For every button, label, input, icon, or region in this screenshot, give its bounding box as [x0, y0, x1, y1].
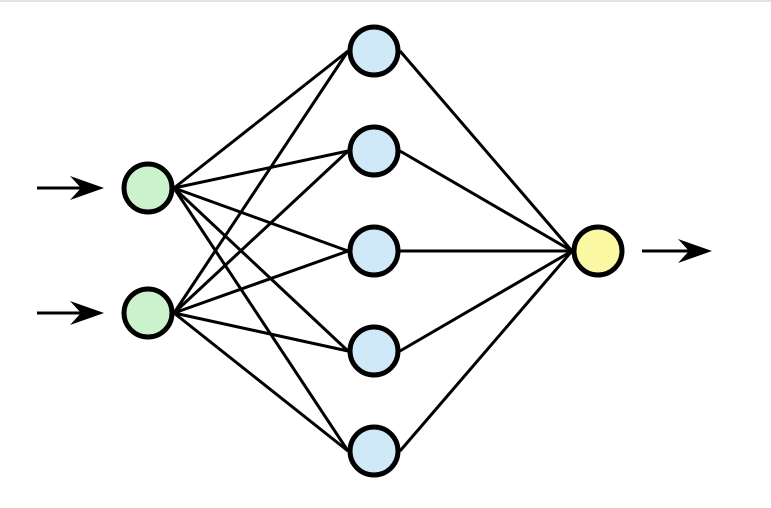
output-arrow [642, 239, 712, 263]
edge-i0-h4 [172, 187, 350, 452]
output-node-1 [571, 224, 625, 278]
edge-h3-o0 [399, 249, 573, 353]
edge-i0-h1 [173, 149, 349, 190]
input-node-1 [121, 161, 175, 215]
input-arrow-1 [37, 176, 104, 200]
edge-h0-o0 [398, 50, 574, 252]
output-arrow-head [678, 239, 712, 263]
edge-h1-o0 [399, 149, 573, 253]
hidden-node-1 [347, 24, 401, 78]
hidden-node-5 [347, 424, 401, 478]
edge-i1-h4 [173, 311, 349, 453]
edge-i1-h2 [173, 249, 349, 315]
input-arrow-1-head [70, 176, 104, 200]
edge-i1-h0 [172, 50, 350, 314]
edge-i0-h0 [173, 49, 349, 190]
input-arrow-2-head [70, 301, 104, 325]
hidden-node-4 [347, 324, 401, 378]
edge-i0-h2 [173, 186, 349, 253]
edge-i0-h3 [172, 186, 350, 353]
edge-i1-h3 [173, 311, 349, 353]
hidden-node-3 [347, 224, 401, 278]
hidden-node-2 [347, 124, 401, 178]
top-border [0, 0, 771, 2]
edge-i1-h1 [172, 149, 350, 315]
input-node-2 [121, 286, 175, 340]
input-arrow-2 [37, 301, 104, 325]
edge-h4-o0 [398, 250, 574, 452]
